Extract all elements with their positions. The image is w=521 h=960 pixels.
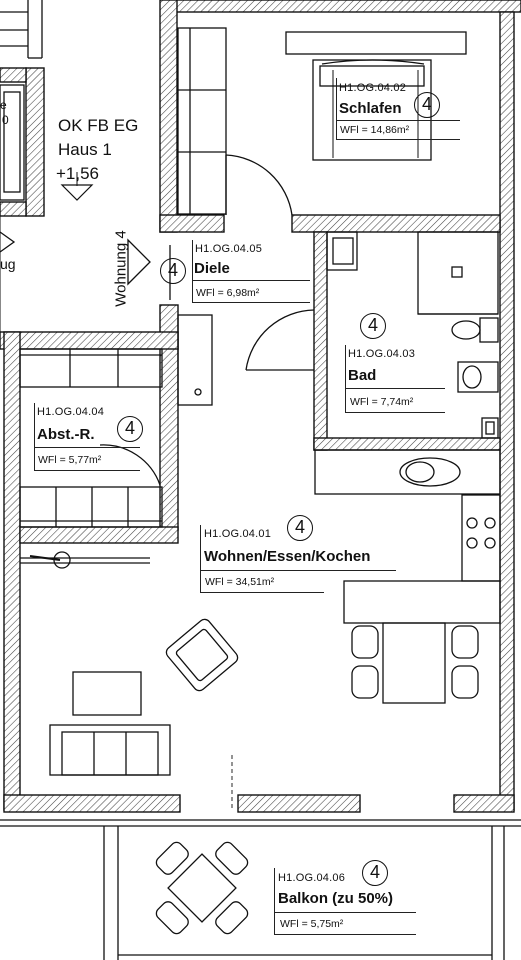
room-name: Wohnen/Essen/Kochen — [204, 548, 371, 565]
bath-fixtures — [245, 231, 499, 439]
apartment-label: Wohnung 4 — [112, 230, 130, 307]
room-area: WFl = 14,86m² — [340, 124, 410, 136]
room-area: WFl = 5,77m² — [38, 454, 102, 466]
room-name: Diele — [194, 260, 230, 277]
room-code: H1.OG.04.05 — [195, 243, 263, 255]
apartment-number-badge: 4 — [160, 258, 186, 284]
stair-label-fragment: ug — [0, 256, 16, 272]
level-line-2: Haus 1 — [58, 140, 112, 159]
apartment-number-badge: 4 — [414, 92, 440, 118]
apartment-number-badge: 4 — [360, 313, 386, 339]
level-line-3: +1,56 — [56, 164, 100, 183]
room-name: Balkon (zu 50%) — [278, 890, 394, 907]
level-line-1: OK FB EG — [58, 116, 139, 135]
room-name: Abst.-R. — [37, 426, 95, 443]
storage-shelves — [19, 348, 163, 528]
room-area: WFl = 34,51m² — [205, 576, 275, 588]
left-fragment-1: e — [0, 98, 7, 112]
apartment-number-badge: 4 — [362, 860, 388, 886]
left-fragment-2: 0 — [2, 113, 9, 127]
stair-core — [0, 0, 43, 335]
room-name: Bad — [348, 367, 377, 384]
room-code: H1.OG.04.04 — [37, 406, 105, 418]
apartment-number-badge: 4 — [287, 515, 313, 541]
apartment-number-badge: 4 — [117, 416, 143, 442]
room-area: WFl = 6,98m² — [196, 287, 260, 299]
bedroom-furniture — [177, 27, 467, 216]
walls — [0, 0, 521, 813]
balcony — [0, 819, 521, 960]
room-code: H1.OG.04.02 — [339, 82, 407, 94]
room-code: H1.OG.04.06 — [278, 872, 346, 884]
room-area: WFl = 7,74m² — [350, 396, 414, 408]
room-name: Schlafen — [339, 100, 402, 117]
room-code: H1.OG.04.03 — [348, 348, 416, 360]
living-furniture — [20, 449, 501, 810]
level-marker-icon — [60, 184, 94, 201]
room-code: H1.OG.04.01 — [204, 528, 272, 540]
room-area: WFl = 5,75m² — [280, 918, 344, 930]
